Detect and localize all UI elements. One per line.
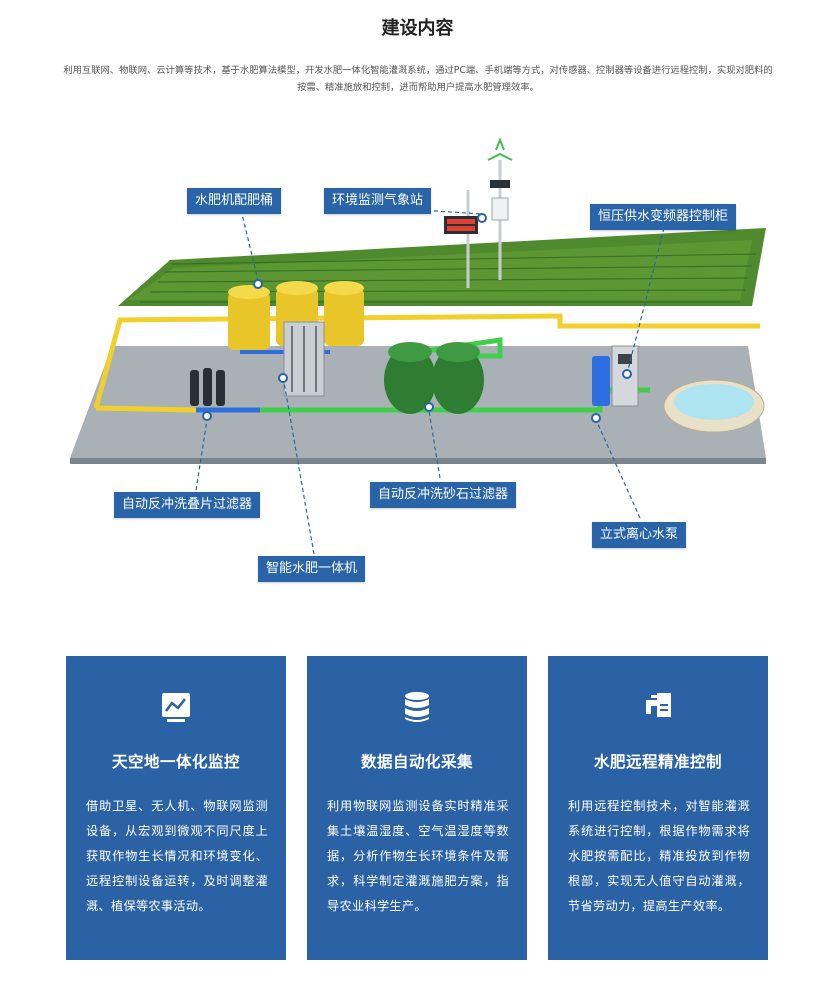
label-disc-filter: 自动反冲洗叠片过滤器 (114, 492, 261, 518)
card-text: 借助卫星、无人机、物联网监测设备，从宏观到微观不同尺度上获取作物生长情况和环境变… (86, 799, 268, 913)
feature-card-monitoring: 天空地一体化监控 借助卫星、无人机、物联网监测设备，从宏观到微观不同尺度上获取作… (66, 656, 286, 960)
smart-fertigation-machine (283, 321, 325, 397)
faucet-control-icon (548, 690, 768, 724)
sand-filter-tanks (384, 342, 484, 414)
system-illustration (70, 137, 766, 555)
label-pump: 立式离心水泵 (592, 522, 687, 548)
label-weather-station: 环境监测气象站 (324, 188, 432, 214)
card-title: 数据自动化采集 (360, 753, 473, 771)
chart-monitor-icon (66, 690, 286, 724)
weather-station (444, 137, 513, 288)
card-text: 利用物联网监测设备实时精准采集土壤温湿度、空气温湿度等数据，分析作物生长环境条件… (327, 799, 509, 913)
irrigation-system-diagram: 水肥机配肥桶 环境监测气象站 恒压供水变频器控制柜 自动反冲洗叠片过滤器 自动反… (0, 120, 835, 590)
database-icon (307, 690, 527, 724)
card-title: 天空地一体化监控 (111, 753, 240, 771)
label-smart-machine: 智能水肥一体机 (258, 556, 366, 582)
label-fert-bucket: 水肥机配肥桶 (187, 188, 282, 214)
water-pool (663, 379, 765, 433)
connection-markers (202, 213, 632, 423)
pump-and-vfd-cabinet (592, 345, 639, 407)
label-vfd-cabinet: 恒压供水变频器控制柜 (590, 204, 737, 230)
intro-paragraph: 利用互联网、物联网、云计算等技术，基于水肥算法模型，开发水肥一体化智能灌溉系统，… (63, 65, 773, 93)
feature-card-remote-control: 水肥远程精准控制 利用远程控制技术，对智能灌溉系统进行控制，根据作物需求将水肥按… (548, 656, 768, 960)
feature-card-data-collection: 数据自动化采集 利用物联网监测设备实时精准采集土壤温湿度、空气温湿度等数据，分析… (307, 656, 527, 960)
floor-front-edge (70, 458, 766, 464)
page-title: 建设内容 (381, 18, 454, 39)
yellow-main-pipe (93, 313, 760, 409)
disc-filters (190, 368, 225, 406)
card-title: 水肥远程精准控制 (593, 753, 722, 771)
label-sand-filter: 自动反冲洗砂石过滤器 (370, 482, 517, 508)
feature-cards: 天空地一体化监控 借助卫星、无人机、物联网监测设备，从宏观到微观不同尺度上获取作… (66, 656, 768, 960)
card-text: 利用远程控制技术，对智能灌溉系统进行控制，根据作物需求将水肥按需配比，精准投放到… (568, 799, 750, 913)
